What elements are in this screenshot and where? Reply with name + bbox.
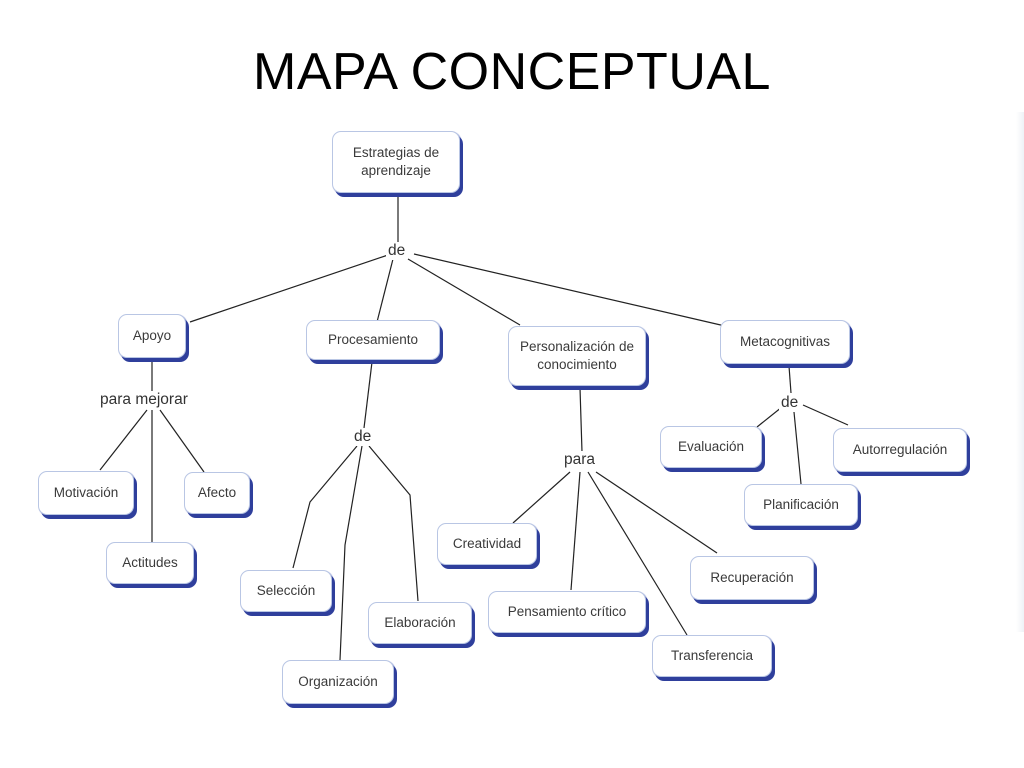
edge-para-recuperacion [595, 471, 718, 554]
node-estrategias-de-aprendizaje: Estrategias de aprendizaje [332, 131, 460, 193]
node-label: Elaboración [384, 615, 456, 630]
node-label: Afecto [197, 485, 237, 500]
node-planificacion: Planificación [744, 484, 858, 526]
node-recuperacion: Recuperación [690, 556, 814, 600]
node-seleccion: Selección [240, 570, 332, 612]
node-label: Estrategias de aprendizaje [352, 145, 440, 178]
edge-de-procesamiento [376, 258, 394, 323]
link-de-procesamiento: de [352, 428, 374, 446]
node-label: Apoyo [132, 328, 172, 343]
edge-de-apoyo [189, 254, 389, 323]
node-transferencia: Transferencia [652, 635, 772, 677]
link-de-main: de [386, 242, 408, 260]
node-label: Procesamiento [327, 332, 419, 347]
edge-de-planificacion [793, 411, 802, 485]
node-apoyo: Apoyo [118, 314, 186, 358]
node-creatividad: Creatividad [437, 523, 537, 565]
link-para-mejorar: para mejorar [98, 391, 190, 409]
node-elaboracion: Elaboración [368, 602, 472, 644]
edge-de-autorregulacion [802, 404, 849, 426]
node-label: Pensamiento crítico [507, 604, 627, 619]
edge-metacognitivas-de [788, 365, 792, 394]
node-label: Personalización de conocimiento [519, 339, 635, 372]
node-procesamiento: Procesamiento [306, 320, 440, 360]
slide-edge [1016, 112, 1024, 632]
node-actitudes: Actitudes [106, 542, 194, 584]
edge-de-metacognitivas [413, 253, 726, 327]
node-motivacion: Motivación [38, 471, 134, 515]
link-de-metacognitivas: de [779, 394, 801, 412]
node-metacognitivas: Metacognitivas [720, 320, 850, 364]
node-label: Metacognitivas [739, 334, 831, 349]
edge-para-motivacion [99, 409, 148, 471]
node-label: Organización [298, 674, 378, 689]
edge-de-seleccion [292, 445, 358, 569]
node-autorregulacion: Autorregulación [833, 428, 967, 472]
edge-para-afecto [159, 409, 205, 473]
node-label: Planificación [763, 497, 839, 512]
node-label: Transferencia [670, 648, 754, 663]
edge-para-creatividad [512, 471, 571, 524]
edge-procesamiento-de [363, 361, 373, 429]
node-label: Creatividad [452, 536, 522, 551]
node-organizacion: Organización [282, 660, 394, 704]
edge-de-personalizacion [407, 258, 521, 326]
edge-de-organizacion [339, 445, 363, 661]
edge-para-pensamiento [570, 471, 581, 591]
node-personalizacion-de-conocimiento: Personalización de conocimiento [508, 326, 646, 386]
edge-para-transferencia [587, 471, 688, 636]
node-label: Evaluación [677, 439, 745, 454]
node-afecto: Afecto [184, 472, 250, 514]
edge-de-evaluacion [756, 406, 783, 428]
node-label: Selección [256, 583, 316, 598]
link-para: para [562, 451, 598, 469]
node-pensamiento-critico: Pensamiento crítico [488, 591, 646, 633]
node-label: Recuperación [710, 570, 794, 585]
edge-de-elaboracion [368, 445, 419, 602]
node-label: Autorregulación [852, 442, 948, 457]
edge-personalizacion-para [579, 387, 583, 453]
node-label: Motivación [53, 485, 119, 500]
node-label: Actitudes [122, 555, 178, 570]
node-evaluacion: Evaluación [660, 426, 762, 468]
page-title: MAPA CONCEPTUAL [253, 43, 771, 101]
